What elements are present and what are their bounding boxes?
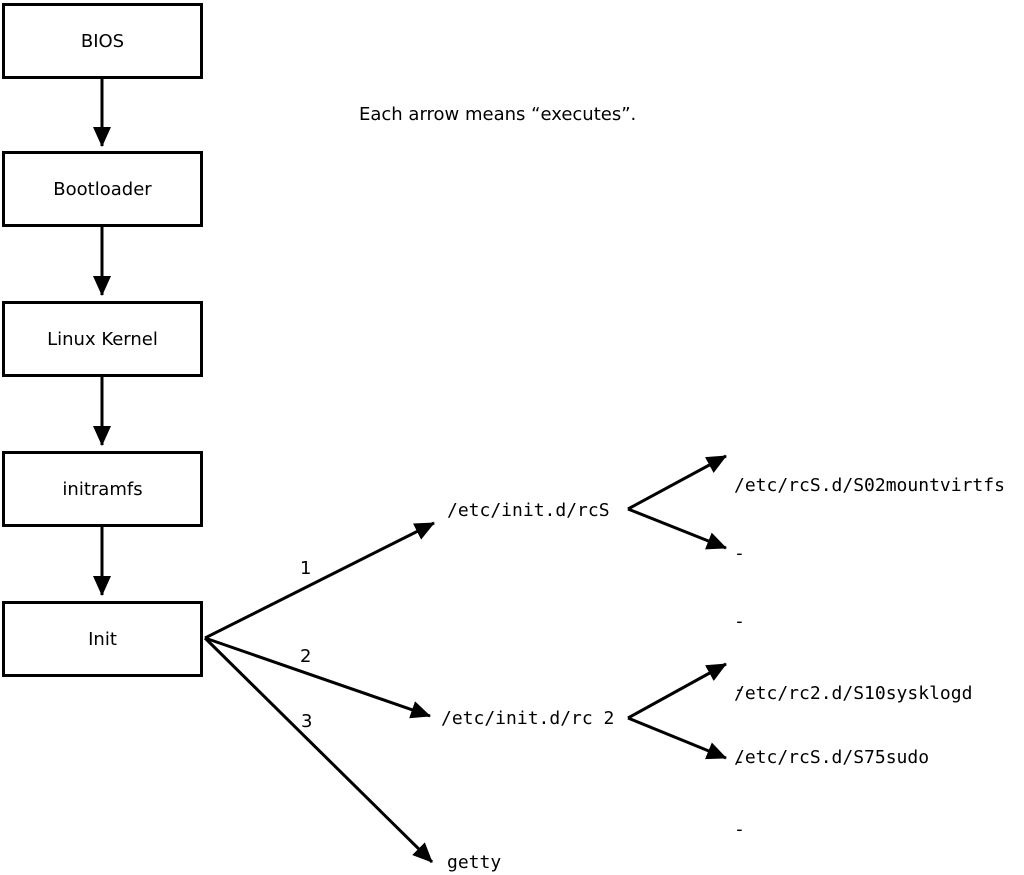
legend-text: Each arrow means “executes”. bbox=[359, 104, 637, 125]
box-init-label: Init bbox=[88, 628, 117, 650]
rcS-script-first: /etc/rcS.d/S02mountvirtfs bbox=[734, 475, 1005, 496]
rc2-script-ellipsis: - bbox=[734, 819, 745, 840]
box-linux-kernel-label: Linux Kernel bbox=[47, 328, 158, 350]
box-bios: BIOS bbox=[2, 3, 203, 79]
box-initramfs: initramfs bbox=[2, 451, 203, 527]
box-init: Init bbox=[2, 601, 203, 677]
branch-3-label: 3 bbox=[301, 711, 313, 732]
box-bootloader: Bootloader bbox=[2, 151, 203, 227]
arrow-init-to-rc2 bbox=[204, 636, 431, 719]
rcS-script-ellipsis: - bbox=[734, 543, 745, 564]
rc2-script-ellipsis: - bbox=[734, 751, 745, 772]
arrow-init-to-rcS bbox=[204, 521, 435, 640]
arrow-init-to-getty bbox=[203, 636, 434, 864]
arrow-rc2-to-last-script bbox=[627, 716, 727, 760]
rc2-script-first: /etc/rc2.d/S10sysklogd bbox=[734, 683, 973, 704]
box-bios-label: BIOS bbox=[80, 30, 125, 52]
rcS-script-last: /etc/rcS.d/S75sudo bbox=[734, 747, 930, 768]
arrow-rc2-to-first-script bbox=[627, 662, 727, 720]
box-linux-kernel: Linux Kernel bbox=[2, 301, 203, 377]
target-rcS: /etc/init.d/rcS bbox=[447, 500, 610, 521]
target-getty: getty bbox=[447, 852, 502, 873]
arrow-rcS-to-first-script bbox=[627, 454, 727, 511]
branch-1-label: 1 bbox=[300, 558, 312, 579]
rc2-script-list: /etc/rc2.d/S10sysklogd - - - /etc/rc2.d/… bbox=[734, 639, 972, 875]
branch-2-label: 2 bbox=[300, 646, 312, 667]
rcS-script-ellipsis: - bbox=[734, 679, 745, 700]
target-rc2: /etc/init.d/rc 2 bbox=[441, 708, 615, 729]
rcS-script-list: /etc/rcS.d/S02mountvirtfs - - - /etc/rcS… bbox=[734, 431, 1005, 813]
box-initramfs-label: initramfs bbox=[62, 478, 143, 500]
rcS-script-ellipsis: - bbox=[734, 611, 745, 632]
arrow-rcS-to-last-script bbox=[627, 507, 727, 550]
box-bootloader-label: Bootloader bbox=[53, 178, 152, 200]
